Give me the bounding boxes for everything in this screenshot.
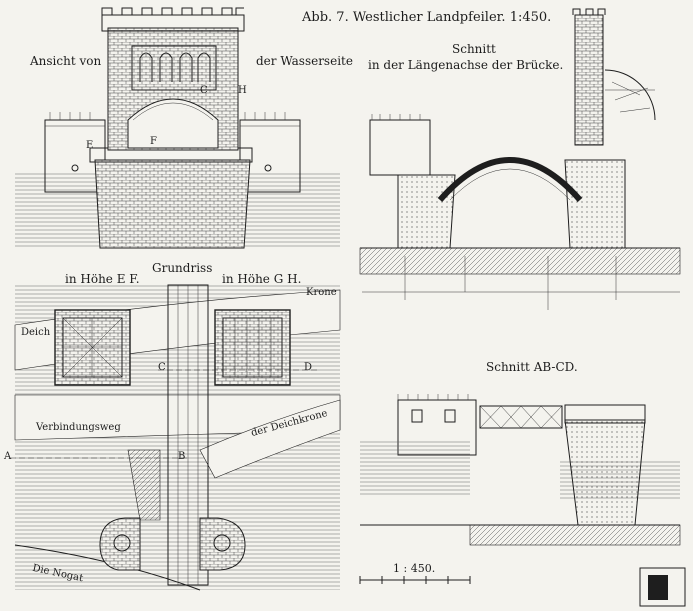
plan-title: Grundriss: [152, 261, 213, 275]
plan-label-krone: Krone: [306, 287, 337, 298]
section-long-line1: Schnitt: [452, 42, 496, 56]
elevation-mark-h: H: [238, 85, 247, 96]
section-arch: [437, 157, 583, 202]
plan-pier-right: [214, 309, 291, 386]
plan-label-verbindungsweg: Verbindungsweg: [36, 422, 121, 433]
figure-title: Abb. 7. Westlicher Landpfeiler. 1:450.: [302, 10, 552, 25]
plan-view: [10, 284, 341, 591]
longitudinal-section: [359, 8, 681, 310]
plan-label-right: in Höhe G H.: [222, 272, 302, 286]
wing-wall-right: [239, 119, 301, 193]
tower-arch: [127, 98, 219, 149]
section-ab-pier: [564, 419, 646, 526]
plan-mark-c: C: [158, 362, 166, 373]
plan-mark-b: B: [178, 451, 186, 462]
pier-base: [94, 159, 251, 249]
scale-label: 1 : 450.: [393, 562, 436, 575]
elevation-label-right: der Wasserseite: [256, 54, 353, 68]
section-pier: [397, 174, 456, 249]
plan-label-left: in Höhe E F.: [65, 272, 140, 286]
plan-mark-a: A: [4, 451, 12, 462]
section-long-line2: in der Längenachse der Brücke.: [368, 58, 564, 72]
elevation-mark-e: E: [86, 140, 94, 151]
elevation-label-left: Ansicht von: [30, 54, 102, 68]
section-ab-title: Schnitt AB-CD.: [486, 360, 578, 374]
elevation-mark-c: C: [200, 85, 208, 96]
wing-wall-left: [44, 119, 106, 193]
elevation-view: [15, 7, 340, 249]
section-ab-cd: [359, 394, 686, 607]
plan-mark-d: D: [304, 362, 313, 373]
elevation-mark-f: F: [150, 136, 157, 147]
plan-label-deich: Deich: [21, 327, 51, 338]
